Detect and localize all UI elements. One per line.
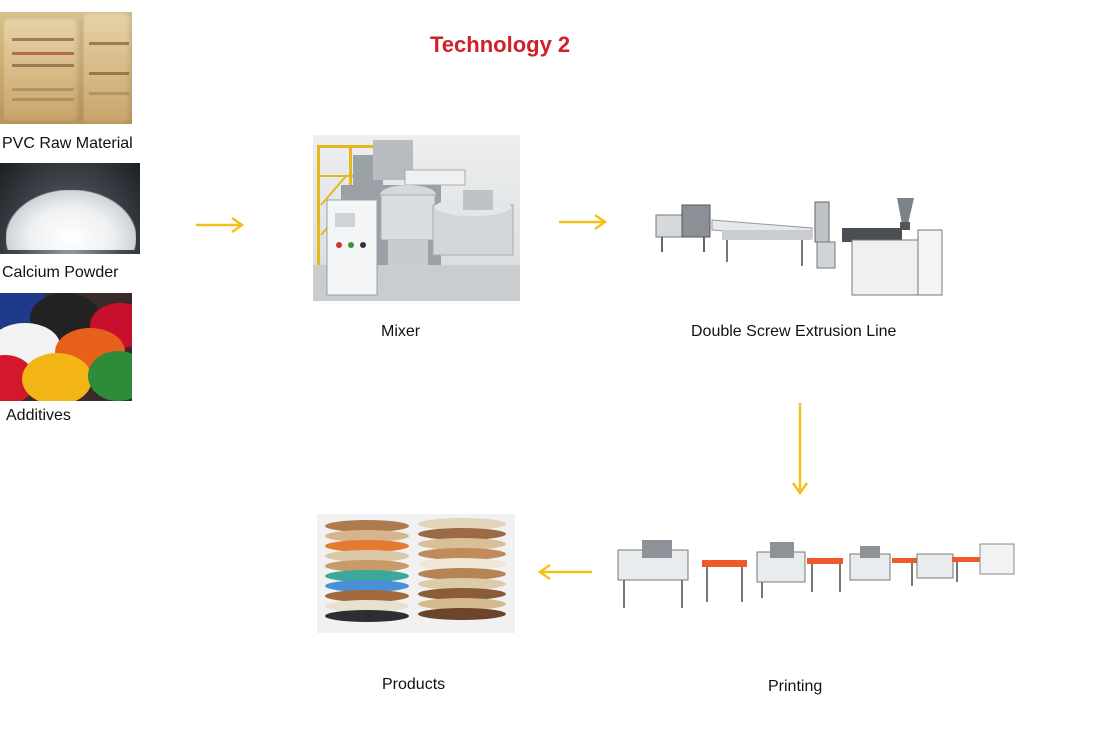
calcium-powder-image xyxy=(0,163,140,254)
arrow-down-icon xyxy=(791,403,809,496)
page-title: Technology 2 xyxy=(430,32,571,57)
products-image xyxy=(317,514,515,633)
arrow-right-icon xyxy=(559,213,608,231)
mixer-label: Mixer xyxy=(381,323,421,340)
extrusion-line-label: Double Screw Extrusion Line xyxy=(691,323,897,340)
extrusion-line-image xyxy=(652,190,945,302)
additives-label: Additives xyxy=(6,407,71,424)
pvc-raw-material-label: PVC Raw Material xyxy=(2,135,133,152)
pvc-raw-material-image xyxy=(0,12,132,124)
mixer-image xyxy=(313,135,520,301)
printing-label: Printing xyxy=(768,678,823,695)
additives-image xyxy=(0,293,132,401)
arrow-right-icon xyxy=(196,216,245,234)
printing-machine-image xyxy=(612,530,1022,612)
calcium-powder-label: Calcium Powder xyxy=(2,264,119,281)
products-label: Products xyxy=(382,676,446,693)
arrow-left-icon xyxy=(537,563,592,581)
